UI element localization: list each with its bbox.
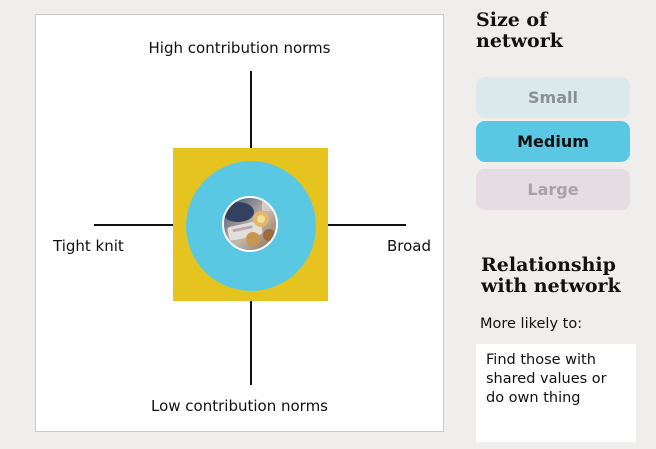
axis-line-right	[318, 224, 406, 226]
axis-line-left	[94, 224, 174, 226]
relationship-answer-text: Find those with shared values or do own …	[486, 352, 607, 406]
axis-line-top	[250, 71, 252, 149]
size-large-button[interactable]: Large	[476, 169, 630, 210]
size-small-button[interactable]: Small	[476, 77, 630, 118]
size-medium-button[interactable]: Medium	[476, 121, 630, 162]
axis-label-low-contribution: Low contribution norms	[151, 397, 328, 415]
axis-label-broad: Broad	[386, 237, 431, 255]
relationship-heading: Relationship with network	[481, 255, 636, 297]
axis-label-high-contribution: High contribution norms	[148, 39, 331, 57]
more-likely-label: More likely to:	[480, 316, 583, 332]
relationship-heading-text: Relationship with network	[481, 254, 621, 297]
center-photo	[222, 196, 278, 252]
axis-line-bottom	[250, 291, 252, 385]
size-of-network-heading: Size of network	[476, 10, 636, 52]
relationship-answer-box: Find those with shared values or do own …	[476, 344, 636, 442]
axis-label-tight-knit: Tight knit	[53, 237, 124, 255]
network-diagram: High contribution norms Tight knit Broad…	[35, 14, 444, 432]
photo-image	[224, 198, 276, 250]
size-of-network-heading-text: Size of network	[476, 9, 563, 52]
